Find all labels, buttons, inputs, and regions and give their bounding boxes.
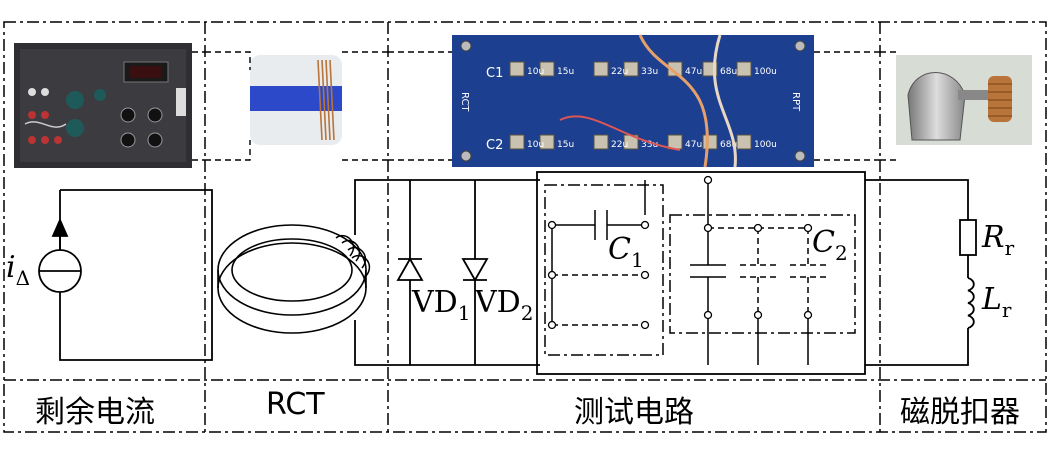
board-cap-7: 100u (754, 67, 777, 77)
c2-nodes (703, 175, 813, 320)
c1-bank (544, 180, 664, 356)
board-cap-9: 15u (557, 140, 574, 150)
board-cap-6: 68u (720, 67, 737, 77)
caption-test-circuit: 测试电路 (574, 395, 694, 430)
label-vd1: VD1 (412, 285, 471, 325)
callout-lines (192, 51, 896, 161)
board-cap-3: 22u (611, 67, 628, 77)
board-row2-label: C2 (486, 138, 503, 153)
board-side-right: RPT (790, 92, 801, 112)
label-vd2: VD2 (475, 285, 534, 325)
label-c2: C2 (812, 225, 848, 265)
caption-residual-current: 剩余电流 (35, 395, 155, 430)
label-source: iΔ (6, 250, 31, 290)
inductor-lr (967, 277, 975, 329)
board-cap-5: 47u (685, 67, 702, 77)
photo-magnetic-trip (896, 55, 1032, 145)
board-cap-14: 100u (754, 140, 777, 150)
section-borders (3, 21, 1047, 433)
board-cap-12: 47u (685, 140, 702, 150)
c1-nodes (547, 220, 650, 330)
schematic-wires (59, 171, 969, 375)
caption-rct: RCT (266, 387, 325, 422)
label-rr: Rr (982, 220, 1015, 260)
board-side-left: RCT (459, 92, 470, 112)
label-c1: C1 (608, 232, 644, 272)
current-source-symbol (38, 217, 82, 293)
board-cap-2: 15u (557, 67, 574, 77)
board-row1-label: C1 (486, 66, 503, 81)
resistor-rr (959, 219, 977, 256)
board-cap-11: 33u (641, 140, 658, 150)
label-lr: Lr (982, 282, 1012, 322)
board-cap-1: 10u (527, 67, 544, 77)
photo-test-board: C1 C2 10u 15u 22u 33u 47u 68u 100u 10u 1… (452, 34, 814, 168)
c2-bank (669, 180, 856, 365)
toroid-symbol (217, 224, 371, 334)
board-cap-8: 10u (527, 140, 544, 150)
diode-vd2 (461, 258, 489, 282)
board-cap-10: 22u (611, 140, 628, 150)
board-cap-4: 33u (641, 67, 658, 77)
caption-magnetic-trip: 磁脱扣器 (900, 395, 1020, 430)
photo-current-generator (14, 43, 192, 168)
photo-rct-core (250, 55, 342, 145)
board-cap-13: 68u (720, 140, 737, 150)
diode-vd1 (396, 257, 424, 281)
